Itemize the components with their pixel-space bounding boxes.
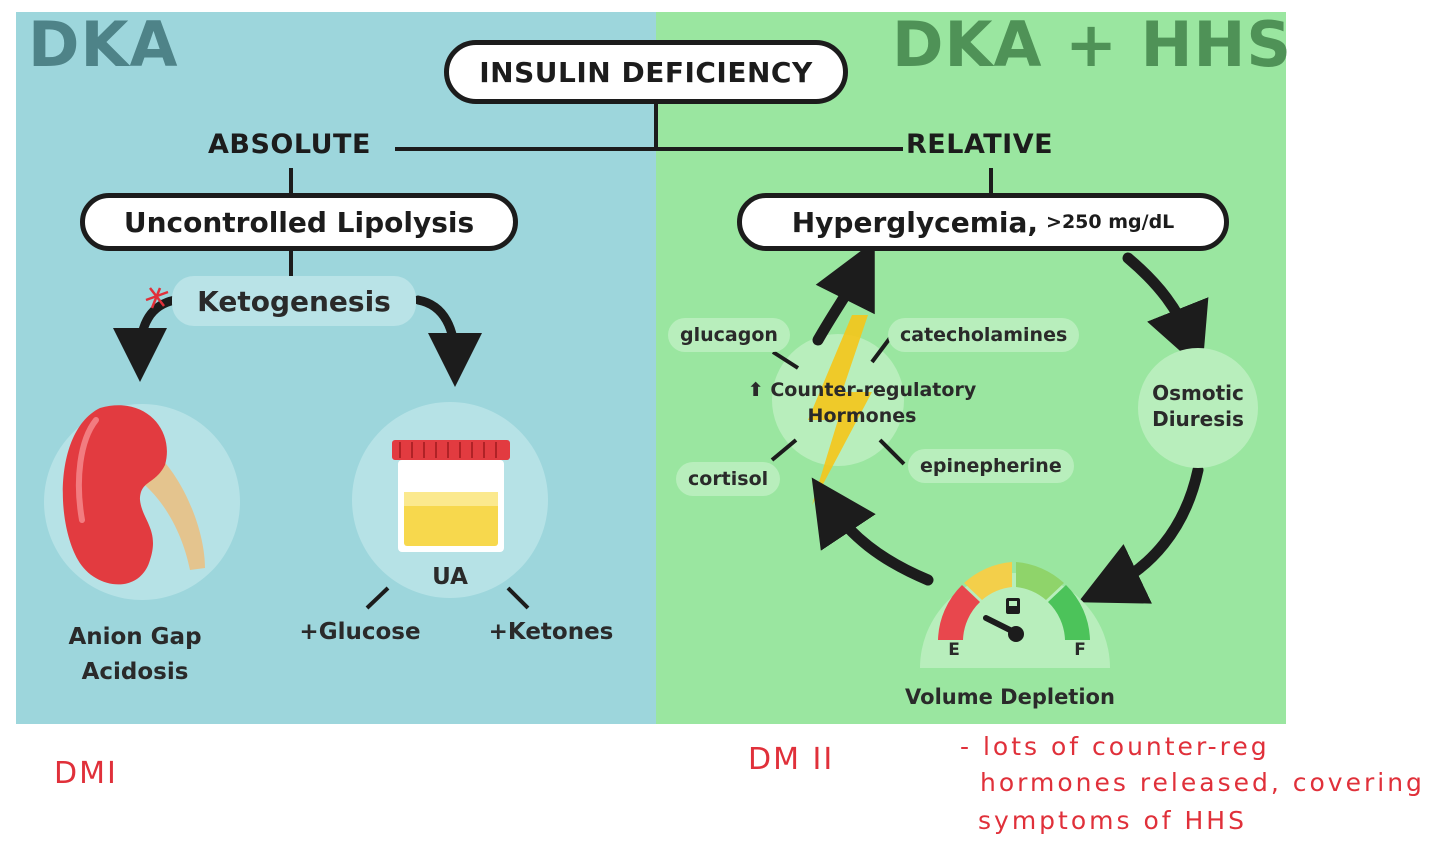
- urine-glucose-label: +Glucose: [299, 619, 421, 645]
- urine-ketones-label: +Ketones: [488, 619, 614, 645]
- red-star-annotation: [145, 287, 169, 309]
- glucagon-chip: glucagon: [668, 318, 790, 352]
- dka-hhs-title: DKA + HHS: [892, 8, 1293, 81]
- hyperglycemia-node: Hyperglycemia, >250 mg/dL: [737, 193, 1229, 251]
- counter-reg-line-1: ⬆ Counter-regulatory: [747, 379, 977, 401]
- anion-gap-line-1: Anion Gap: [68, 624, 202, 650]
- anion-gap-acidosis-label: Anion Gap Acidosis: [50, 620, 220, 689]
- dka-title: DKA: [28, 8, 179, 81]
- handwritten-comment-line-1: - lots of counter-reg: [960, 732, 1270, 761]
- glucose-threshold: >250 mg/dL: [1046, 211, 1175, 233]
- epinephrine-chip: epinepherine: [908, 449, 1074, 483]
- fuel-gauge-icon: [920, 562, 1110, 668]
- hyperglycemia-label: Hyperglycemia,: [791, 205, 1039, 239]
- hormone-spokes: [770, 336, 906, 466]
- urine-cup-icon: [352, 402, 548, 598]
- cycle-arrows: [811, 240, 1209, 604]
- tree-connectors: [289, 104, 993, 276]
- lightning-bolt-icon: [808, 315, 872, 505]
- cortisol-chip: cortisol: [676, 462, 781, 496]
- handwritten-comment-line-3: symptoms of HHS: [978, 806, 1247, 835]
- relative-branch-label: RELATIVE: [906, 129, 1054, 160]
- handwritten-comment-line-2: hormones released, covering: [980, 768, 1425, 797]
- volume-depletion-label: Volume Depletion: [905, 685, 1115, 709]
- gauge-empty-label: E: [948, 640, 960, 660]
- gauge-full-label: F: [1074, 640, 1086, 660]
- counter-regulatory-hormones-label: ⬆ Counter-regulatory Hormones: [722, 378, 1002, 429]
- ketogenesis-node: Ketogenesis: [172, 276, 416, 326]
- osmotic-line-2: Diuresis: [1152, 407, 1244, 431]
- ua-label: UA: [432, 564, 468, 590]
- ketogenesis-arrows: [113, 295, 482, 387]
- osmotic-hub: [1138, 348, 1258, 468]
- handwritten-note-dm1: DMI: [54, 756, 118, 791]
- uncontrolled-lipolysis-node: Uncontrolled Lipolysis: [80, 193, 518, 251]
- insulin-deficiency-node: INSULIN DEFICIENCY: [444, 40, 848, 104]
- osmotic-diuresis-label: Osmotic Diuresis: [1146, 380, 1250, 432]
- anion-gap-line-2: Acidosis: [81, 658, 189, 685]
- osmotic-line-1: Osmotic: [1152, 381, 1244, 405]
- catecholamines-chip: catecholamines: [888, 318, 1080, 352]
- absolute-branch-label: ABSOLUTE: [208, 129, 371, 160]
- ua-branch-lines: [365, 586, 530, 610]
- counter-reg-line-2: Hormones: [807, 404, 917, 427]
- kidney-icon: [44, 404, 240, 600]
- handwritten-note-dm2: DM II: [748, 742, 835, 777]
